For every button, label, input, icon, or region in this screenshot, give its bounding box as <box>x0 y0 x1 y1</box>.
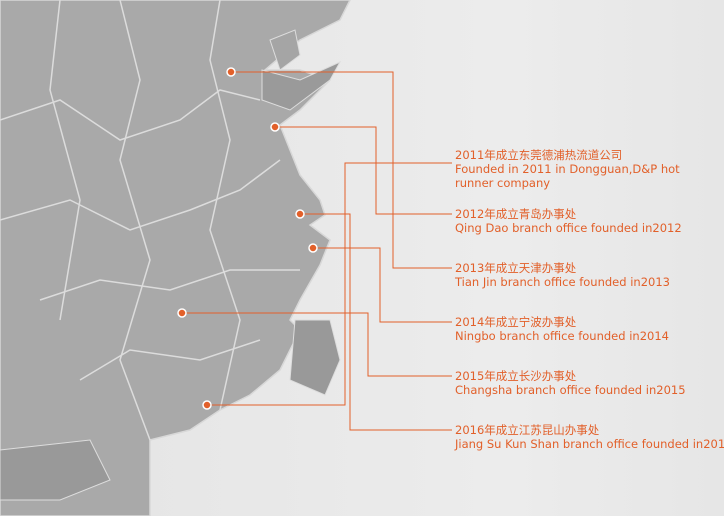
location-dot-tianjin[interactable] <box>226 67 236 77</box>
milestone-zh: 2015年成立长沙办事处 <box>455 369 577 383</box>
peninsula <box>261 60 342 111</box>
milestone-zh: 2012年成立青岛办事处 <box>455 207 577 221</box>
location-dot-ningbo[interactable] <box>308 243 318 253</box>
milestone-en: Ningbo branch office founded in2014 <box>455 329 669 343</box>
hainan <box>0 439 111 501</box>
milestone-en: Tian Jin branch office founded in2013 <box>455 275 670 289</box>
connector-lines <box>182 71 452 431</box>
milestone-en: runner company <box>455 176 551 190</box>
milestone-2011: 2011年成立东莞德浦热流道公司 Founded in 2011 in Dong… <box>455 148 680 190</box>
korea <box>269 29 301 71</box>
milestone-2012: 2012年成立青岛办事处 Qing Dao branch office foun… <box>455 207 682 235</box>
taiwan <box>289 319 341 396</box>
milestone-en: Changsha branch office founded in2015 <box>455 383 686 397</box>
milestone-2013: 2013年成立天津办事处 Tian Jin branch office foun… <box>455 261 670 289</box>
province-borders <box>0 0 300 441</box>
land-mass <box>0 0 351 516</box>
milestone-zh: 2011年成立东莞德浦热流道公司 <box>455 148 623 162</box>
milestone-zh: 2013年成立天津办事处 <box>455 261 577 275</box>
milestone-2014: 2014年成立宁波办事处 Ningbo branch office founde… <box>455 315 669 343</box>
location-dot-kunshan[interactable] <box>295 209 305 219</box>
milestone-zh: 2016年成立江苏昆山办事处 <box>455 423 600 437</box>
location-dot-changsha[interactable] <box>177 308 187 318</box>
milestone-en: Founded in 2011 in Dongguan,D&P hot <box>455 162 680 176</box>
milestone-en: Jiang Su Kun Shan branch office founded … <box>455 437 724 451</box>
milestone-en: Qing Dao branch office founded in2012 <box>455 221 682 235</box>
location-dot-dongguan[interactable] <box>202 400 212 410</box>
milestone-2015: 2015年成立长沙办事处 Changsha branch office foun… <box>455 369 686 397</box>
milestone-zh: 2014年成立宁波办事处 <box>455 315 577 329</box>
milestone-2016: 2016年成立江苏昆山办事处 Jiang Su Kun Shan branch … <box>455 423 724 451</box>
location-dot-qingdao[interactable] <box>270 122 280 132</box>
